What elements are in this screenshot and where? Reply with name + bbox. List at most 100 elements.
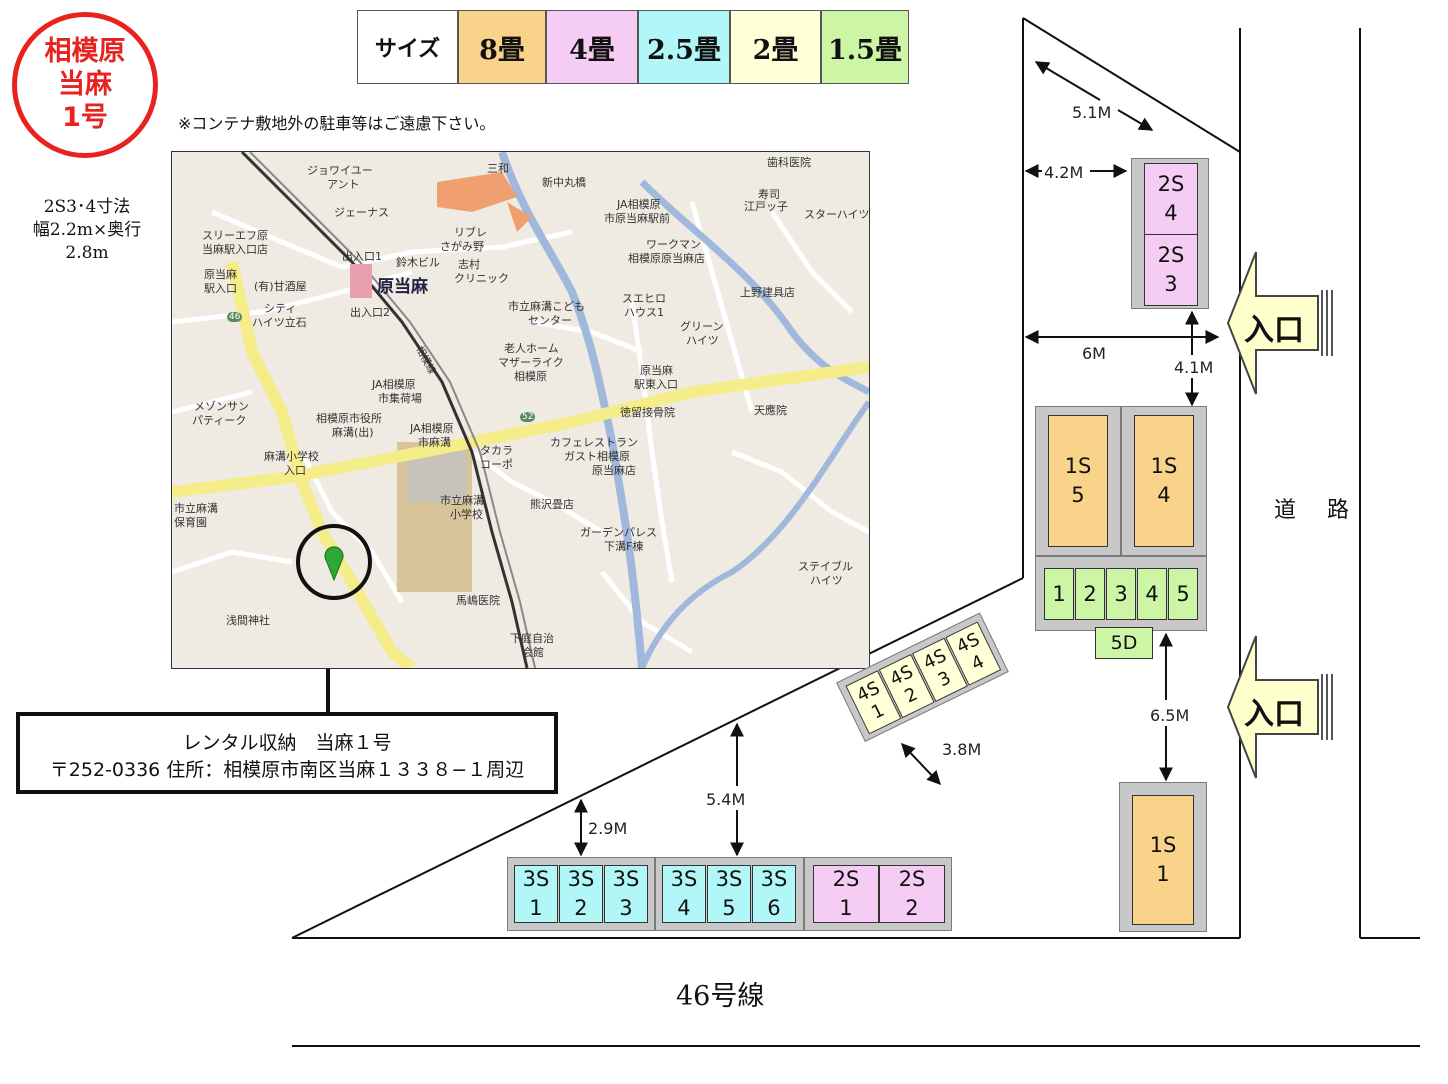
measure-5-4m: 5.4M	[706, 790, 746, 809]
map-label: 麻溝小学校	[264, 450, 319, 463]
map-label: 浅間神社	[226, 614, 270, 627]
map-label: カフェレストラン	[550, 436, 638, 449]
map-label: 出入口2	[350, 306, 390, 319]
entrance-arrow-bottom	[1226, 635, 1333, 779]
map-label: メゾンサン	[194, 400, 249, 413]
map-label: マザーライク	[498, 356, 564, 369]
map-label: 相模原	[514, 370, 547, 383]
map-route-52-marker: 52	[520, 412, 536, 422]
badge-line-2: 当麻	[58, 69, 112, 100]
road-label: 道 路	[1274, 498, 1361, 523]
unit-3s-2[interactable]: 3S 2	[559, 865, 603, 923]
map-label: コーポ	[480, 458, 513, 471]
map-label: 熊沢畳店	[530, 498, 574, 511]
map-label: スエヒロ	[622, 292, 666, 305]
map-label: 駅入口	[204, 282, 237, 295]
map-label: 小学校	[450, 508, 483, 521]
map-label: 下庭自治	[510, 632, 554, 645]
address-name: レンタル収納 当麻１号	[182, 732, 392, 754]
measure-3-8m: 3.8M	[942, 740, 982, 759]
map-label: 出入口1	[342, 250, 382, 263]
map-label: 寿司	[758, 188, 780, 201]
map-label: 当麻駅入口店	[202, 243, 268, 256]
map-label: 市立麻溝こども	[508, 300, 585, 313]
group-divider	[1036, 555, 1206, 557]
map-label: 歯科医院	[767, 156, 811, 169]
unit-5d[interactable]: 5D	[1095, 627, 1153, 659]
parking-notice: ※コンテナ敷地外の駐車等はご遠慮下さい。	[178, 114, 496, 133]
map-label: 会館	[522, 646, 544, 659]
map-label: ステイブル	[798, 560, 853, 573]
address-box: レンタル収納 当麻１号 〒252-0336 住所：相模原市南区当麻１３３８−１周…	[16, 712, 558, 794]
container-group-2s-bottom: 2S 1 2S 2	[804, 857, 952, 931]
map-label: 相模原原当麻店	[628, 252, 705, 265]
map-label: 三和	[487, 162, 509, 175]
map-label: 麻溝(出)	[332, 426, 374, 439]
map-label: スリーエフ原	[202, 229, 268, 242]
map-label: ハウス1	[624, 306, 664, 319]
measure-5-1m: 5.1M	[1072, 103, 1112, 122]
unit-1s-1[interactable]: 1S 1	[1132, 795, 1194, 925]
legend-1-5jo: 1.5畳	[821, 10, 909, 84]
unit-small-1[interactable]: 1	[1044, 568, 1074, 620]
map-label: パティーク	[192, 414, 247, 427]
map-label: 天應院	[754, 404, 787, 417]
unit-small-3[interactable]: 3	[1106, 568, 1136, 620]
unit-3s-6[interactable]: 3S 6	[752, 865, 796, 923]
map-station-label: 原当麻	[377, 277, 428, 297]
map-label: 上野建具店	[740, 286, 795, 299]
map-label: (有)甘酒屋	[254, 280, 307, 293]
map-label: 原当麻店	[592, 464, 636, 477]
dimensions-line-1: 2S3･4寸法	[43, 197, 131, 217]
map-label: 老人ホーム	[504, 342, 559, 355]
badge-line-1: 相模原	[44, 36, 126, 67]
map-label: ワークマン	[646, 238, 701, 251]
unit-2s-1[interactable]: 2S 1	[813, 865, 879, 923]
map-label: アント	[327, 178, 360, 191]
unit-3s-1[interactable]: 3S 1	[514, 865, 558, 923]
unit-small-2[interactable]: 2	[1075, 568, 1105, 620]
route-46-label: 46号線	[676, 981, 765, 1012]
map-label: 鈴木ビル	[396, 256, 440, 269]
map-label: 相模原市役所	[316, 412, 382, 425]
unit-3s-3[interactable]: 3S 3	[604, 865, 648, 923]
unit-2s-3[interactable]: 2S 3	[1144, 234, 1198, 306]
unit-small-4[interactable]: 4	[1137, 568, 1167, 620]
map-label: 市立麻溝	[440, 494, 484, 507]
unit-3s-4[interactable]: 3S 4	[662, 865, 706, 923]
map-label: ハイツ	[686, 334, 719, 347]
map-label: 徳留接骨院	[620, 406, 675, 419]
address-postal: 〒252-0336 住所：相模原市南区当麻１３３８−１周辺	[49, 759, 525, 781]
map-label: タカラ	[480, 444, 513, 457]
map-base	[172, 152, 869, 668]
map-label: 下溝F棟	[604, 540, 644, 553]
map-label: 入口	[284, 464, 306, 477]
unit-2s-2[interactable]: 2S 2	[879, 865, 945, 923]
measure-4-1m: 4.1M	[1174, 358, 1214, 377]
measure-6m: 6M	[1082, 344, 1106, 363]
container-group-3s-b: 3S 4 3S 5 3S 6	[655, 857, 804, 931]
map-label: 市原当麻駅前	[604, 212, 670, 225]
container-group-3s-a: 3S 1 3S 2 3S 3	[507, 857, 655, 931]
map-route-46-marker: 46	[227, 312, 243, 322]
unit-1s-5[interactable]: 1S 5	[1048, 415, 1108, 547]
map-label: 市立麻溝	[174, 502, 218, 515]
unit-small-5[interactable]: 5	[1168, 568, 1198, 620]
legend-2jo: 2畳	[730, 10, 821, 84]
unit-1s-4[interactable]: 1S 4	[1134, 415, 1194, 547]
measure-6-5m: 6.5M	[1150, 706, 1190, 725]
map-label: ジョワイユー	[307, 164, 373, 177]
map-label: JA相模原	[410, 422, 454, 435]
location-map[interactable]: ジョワイユー アント 三和 新中丸橋 歯科医院 ジェーナス JA相模原 市原当麻…	[171, 151, 870, 669]
map-label: センター	[528, 314, 572, 327]
container-group-1s-bottom: 1S 1	[1119, 782, 1207, 932]
map-label: 新中丸橋	[542, 176, 586, 189]
measure-2-9m: 2.9M	[588, 819, 628, 838]
map-label: 市麻溝	[418, 436, 451, 449]
map-label: リブレ	[454, 226, 487, 239]
map-label: 江戸ッ子	[744, 200, 788, 213]
unit-2s-4[interactable]: 2S 4	[1144, 163, 1198, 235]
container-group-1s-middle: 1S 5 1S 4 1 2 3 4 5	[1035, 406, 1207, 631]
unit-3s-5[interactable]: 3S 5	[707, 865, 751, 923]
group-divider	[1120, 407, 1122, 555]
